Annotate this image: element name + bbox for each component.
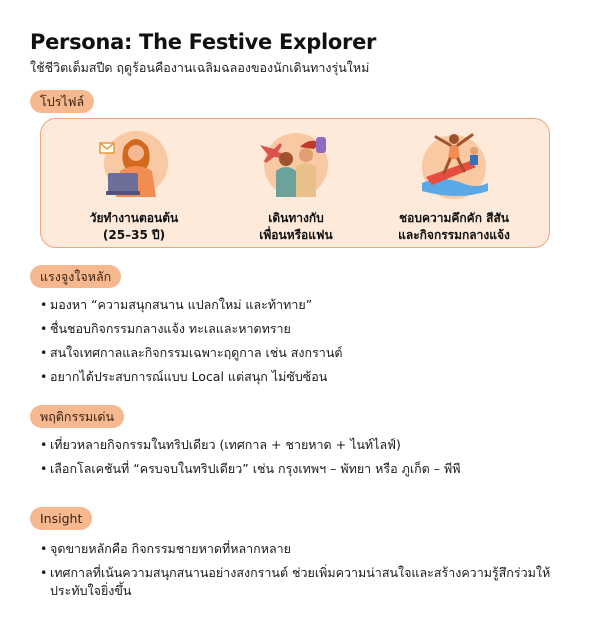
section-label-behavior: พฤติกรรมเด่น bbox=[30, 405, 125, 428]
working-woman-laptop-icon bbox=[99, 131, 168, 197]
section-label-profile: โปรไฟล์ bbox=[30, 90, 95, 113]
persona-caption: เดินทางกับ เพื่อนหรือแฟน bbox=[259, 211, 333, 242]
behavior-list: เที่ยวหลายกิจกรรมในทริปเดียว (เทศกาล + ช… bbox=[40, 436, 560, 484]
insight-list: จุดขายหลักคือ กิจกรรมชายหาดที่หลากหลาย เ… bbox=[40, 540, 560, 606]
travel-friends-icon bbox=[260, 133, 328, 197]
persona-caption: วัยทำงานตอนต้น (25–35 ปี) bbox=[89, 211, 179, 242]
list-item: สนใจเทศกาลและกิจกรรมเฉพาะฤดูกาล เช่น สงก… bbox=[40, 344, 560, 362]
list-item: มองหา “ความสนุกสนาน แปลกใหม่ และท้าทาย” bbox=[40, 296, 560, 314]
list-item: จุดขายหลักคือ กิจกรรมชายหาดที่หลากหลาย bbox=[40, 540, 560, 558]
section-label-insight: Insight bbox=[30, 507, 93, 530]
list-item: เทศกาลที่เน้นความสนุกสนานอย่างสงกรานต์ ช… bbox=[40, 564, 560, 600]
persona-item-age: วัยทำงานตอนต้น (25–35 ปี) bbox=[59, 127, 209, 244]
persona-item-companions: เดินทางกับ เพื่อนหรือแฟน bbox=[221, 127, 371, 244]
profile-box: วัยทำงานตอนต้น (25–35 ปี) เดินทางกับ เพื… bbox=[40, 118, 550, 248]
section-label-motivation: แรงจูงใจหลัก bbox=[30, 265, 122, 288]
persona-caption: ชอบความคึกคัก สีสัน และกิจกรรมกลางแจ้ง bbox=[398, 211, 510, 242]
page-title: Persona: The Festive Explorer bbox=[30, 30, 377, 54]
list-item: อยากได้ประสบการณ์แบบ Local แต่สนุก ไม่ซั… bbox=[40, 368, 560, 386]
motivation-list: มองหา “ความสนุกสนาน แปลกใหม่ และท้าทาย” … bbox=[40, 296, 560, 392]
list-item: เลือกโลเคชันที่ “ครบจบในทริปเดียว” เช่น … bbox=[40, 460, 560, 478]
surfing-jetski-icon bbox=[422, 133, 488, 199]
persona-item-interests: ชอบความคึกคัก สีสัน และกิจกรรมกลางแจ้ง bbox=[379, 127, 529, 244]
list-item: ชื่นชอบกิจกรรมกลางแจ้ง ทะเลและหาดทราย bbox=[40, 320, 560, 338]
list-item: เที่ยวหลายกิจกรรมในทริปเดียว (เทศกาล + ช… bbox=[40, 436, 560, 454]
page-subtitle: ใช้ชีวิตเต็มสปีด ฤดูร้อนคืองานเฉลิมฉลองข… bbox=[30, 60, 370, 75]
